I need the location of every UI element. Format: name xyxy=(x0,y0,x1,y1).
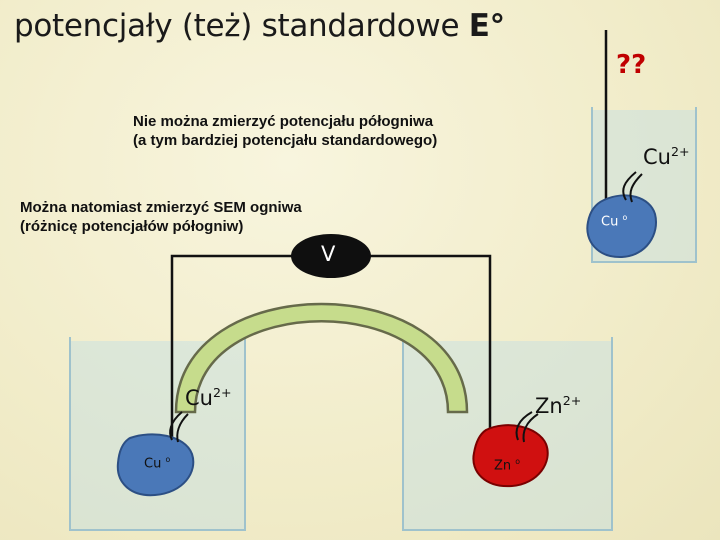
ion-zn-charge: 2+ xyxy=(562,393,582,408)
note-line-1: Nie można zmierzyć potencjału półogniwa xyxy=(133,113,434,130)
metal-cu-left-base: Cu xyxy=(144,456,162,472)
note-bottom: Można natomiast zmierzyć SEM ogniwa (róż… xyxy=(20,198,302,236)
ion-label-cu-left: Cu2+ xyxy=(185,385,232,410)
salt-bridge xyxy=(174,302,469,414)
page-title: potencjały (też) standardowe E° xyxy=(14,8,505,44)
note-line-2: (a tym bardziej potencjału standardowego… xyxy=(133,132,438,149)
voltmeter xyxy=(291,234,371,278)
ion-cu-left-base: Cu xyxy=(185,386,213,410)
note-line-3: Można natomiast zmierzyć SEM ogniwa xyxy=(20,199,302,216)
metal-zn-mark: o xyxy=(515,457,521,466)
ion-label-cu-right: Cu2+ xyxy=(643,144,690,169)
note-top: Nie można zmierzyć potencjału półogniwa … xyxy=(133,112,437,150)
question-marks: ?? xyxy=(616,50,647,80)
metal-label-zn: Zn o xyxy=(494,457,520,473)
ion-arrows xyxy=(169,171,643,443)
copper-electrode-left xyxy=(116,433,195,497)
metal-label-cu-right: Cu o xyxy=(601,213,627,229)
note-line-4: (różnicę potencjałów półogniw) xyxy=(20,218,244,235)
metal-zn-base: Zn xyxy=(494,458,512,474)
circuit-wires xyxy=(170,30,608,455)
metal-cu-right-mark: o xyxy=(622,213,628,222)
voltmeter-label: V xyxy=(321,242,336,266)
ion-cu-right-charge: 2+ xyxy=(670,144,690,159)
metal-cu-left-mark: o xyxy=(165,455,171,464)
copper-electrode-right xyxy=(586,194,657,259)
page-title-symbol: E° xyxy=(468,8,505,44)
ion-cu-right-base: Cu xyxy=(643,145,671,169)
page-title-text: potencjały (też) standardowe xyxy=(14,8,469,44)
zinc-electrode xyxy=(472,424,549,488)
ion-cu-left-charge: 2+ xyxy=(212,385,232,400)
ion-zn-base: Zn xyxy=(535,394,563,418)
ion-label-zn: Zn2+ xyxy=(535,393,581,418)
metal-cu-right-base: Cu xyxy=(601,214,619,230)
metal-label-cu-left: Cu o xyxy=(144,455,170,471)
